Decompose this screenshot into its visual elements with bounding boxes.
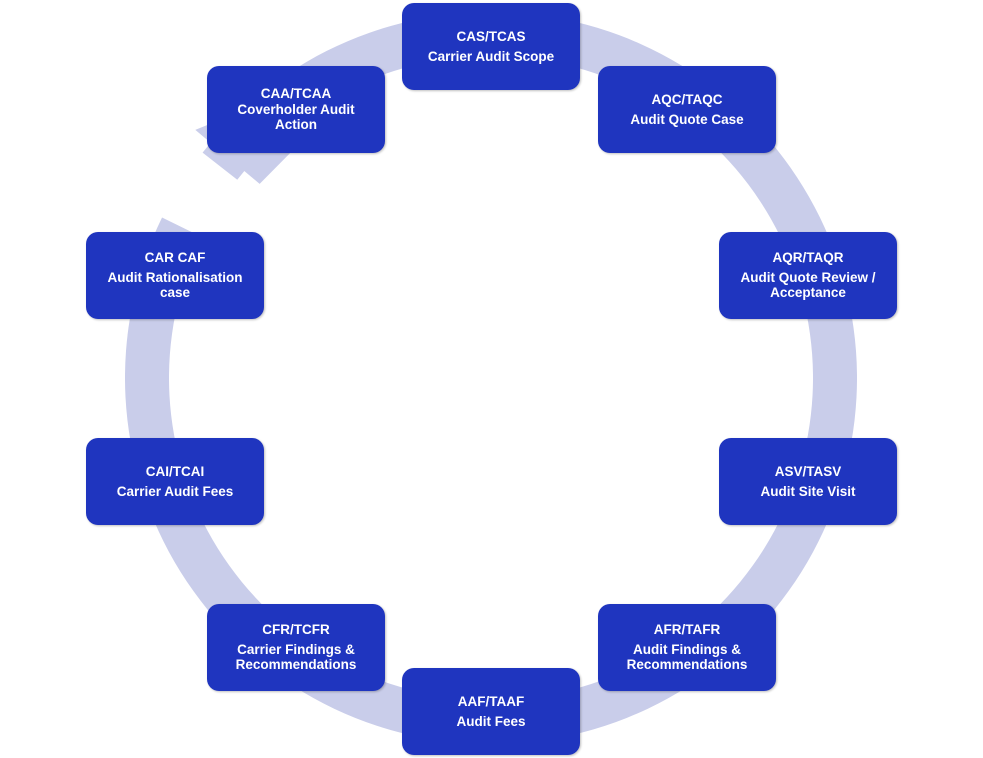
node-code: CAR CAF — [144, 250, 206, 266]
node-code: CAS/TCAS — [456, 29, 526, 44]
cycle-node-audit-quote-case[interactable]: AQC/TAQC Audit Quote Case — [598, 66, 776, 153]
node-title: Audit Site Visit — [760, 483, 856, 499]
cycle-node-audit-findings[interactable]: AFR/TAFR Audit Findings & Recommendation… — [598, 604, 776, 691]
node-code: AAF/TAAF — [457, 694, 525, 709]
node-code: AQR/TAQR — [772, 250, 844, 266]
node-title: Audit Quote Review / Acceptance — [740, 269, 876, 301]
node-code: CAI/TCAI — [145, 464, 205, 479]
node-title: Audit Quote Case — [630, 111, 744, 127]
node-title: Audit Rationalisation case — [107, 269, 243, 301]
node-title: Carrier Audit Scope — [427, 48, 555, 64]
node-title: Carrier Findings & Recommendations — [235, 641, 357, 673]
node-title: Carrier Audit Fees — [116, 483, 234, 499]
cycle-node-carrier-audit-fees[interactable]: CAI/TCAI Carrier Audit Fees — [86, 438, 264, 525]
cycle-node-carrier-audit-scope[interactable]: CAS/TCAS Carrier Audit Scope — [402, 3, 580, 90]
node-code: ASV/TASV — [774, 464, 842, 479]
cycle-node-carrier-findings[interactable]: CFR/TCFR Carrier Findings & Recommendati… — [207, 604, 385, 691]
node-code: AFR/TAFR — [653, 622, 721, 638]
node-title: Coverholder Audit Action — [237, 101, 355, 133]
cycle-node-audit-quote-review[interactable]: AQR/TAQR Audit Quote Review / Acceptance — [719, 232, 897, 319]
node-code: AQC/TAQC — [651, 92, 723, 107]
cycle-node-audit-site-visit[interactable]: ASV/TASV Audit Site Visit — [719, 438, 897, 525]
node-title: Audit Findings & Recommendations — [626, 641, 748, 673]
node-code: CAA/TCAA — [260, 86, 332, 102]
node-code: CFR/TCFR — [262, 622, 330, 638]
node-title: Audit Fees — [456, 713, 526, 729]
cycle-node-audit-rationalisation[interactable]: CAR CAF Audit Rationalisation case — [86, 232, 264, 319]
cycle-node-audit-fees[interactable]: AAF/TAAF Audit Fees — [402, 668, 580, 755]
cycle-node-coverholder-audit-action[interactable]: CAA/TCAA Coverholder Audit Action — [207, 66, 385, 153]
